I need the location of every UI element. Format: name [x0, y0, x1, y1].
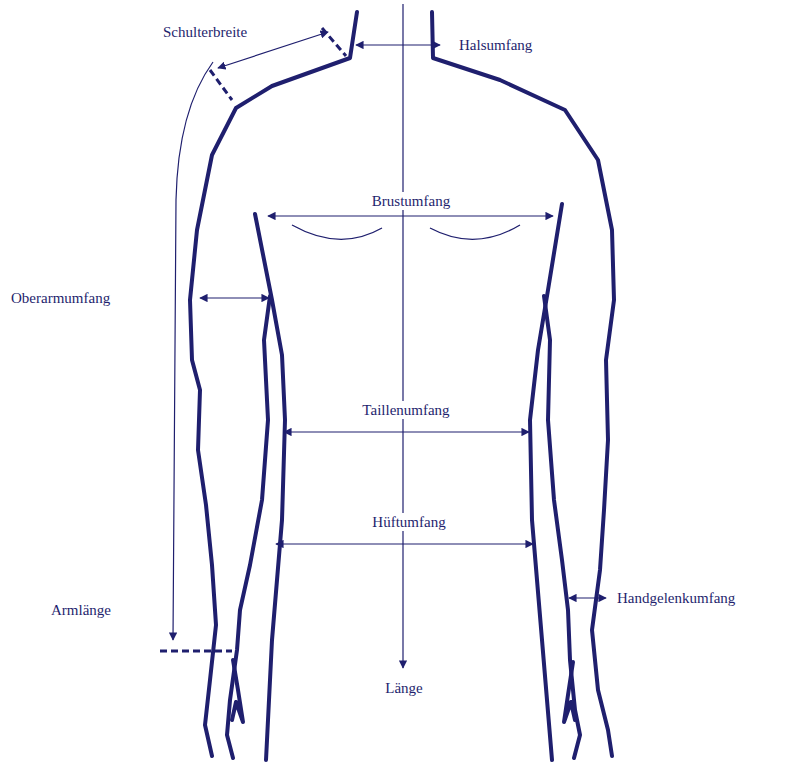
measurement-label: Länge [382, 679, 425, 697]
measurement-label: Armlänge [48, 601, 114, 619]
measurement-label: Handgelenkumfang [614, 589, 738, 607]
measurement-label: Hüftumfang [369, 513, 448, 531]
measurement-label: Oberarmumfang [8, 289, 113, 307]
measurement-label: Schulterbreite [160, 23, 250, 41]
chest-curves [292, 225, 520, 239]
measure-arrows [173, 4, 606, 668]
body-silhouette [190, 12, 614, 760]
measure-ticks [160, 28, 346, 651]
measurement-label: Halsumfang [456, 36, 535, 54]
measurement-label: Taillenumfang [359, 401, 452, 419]
measurement-label: Brustumfang [369, 192, 453, 210]
